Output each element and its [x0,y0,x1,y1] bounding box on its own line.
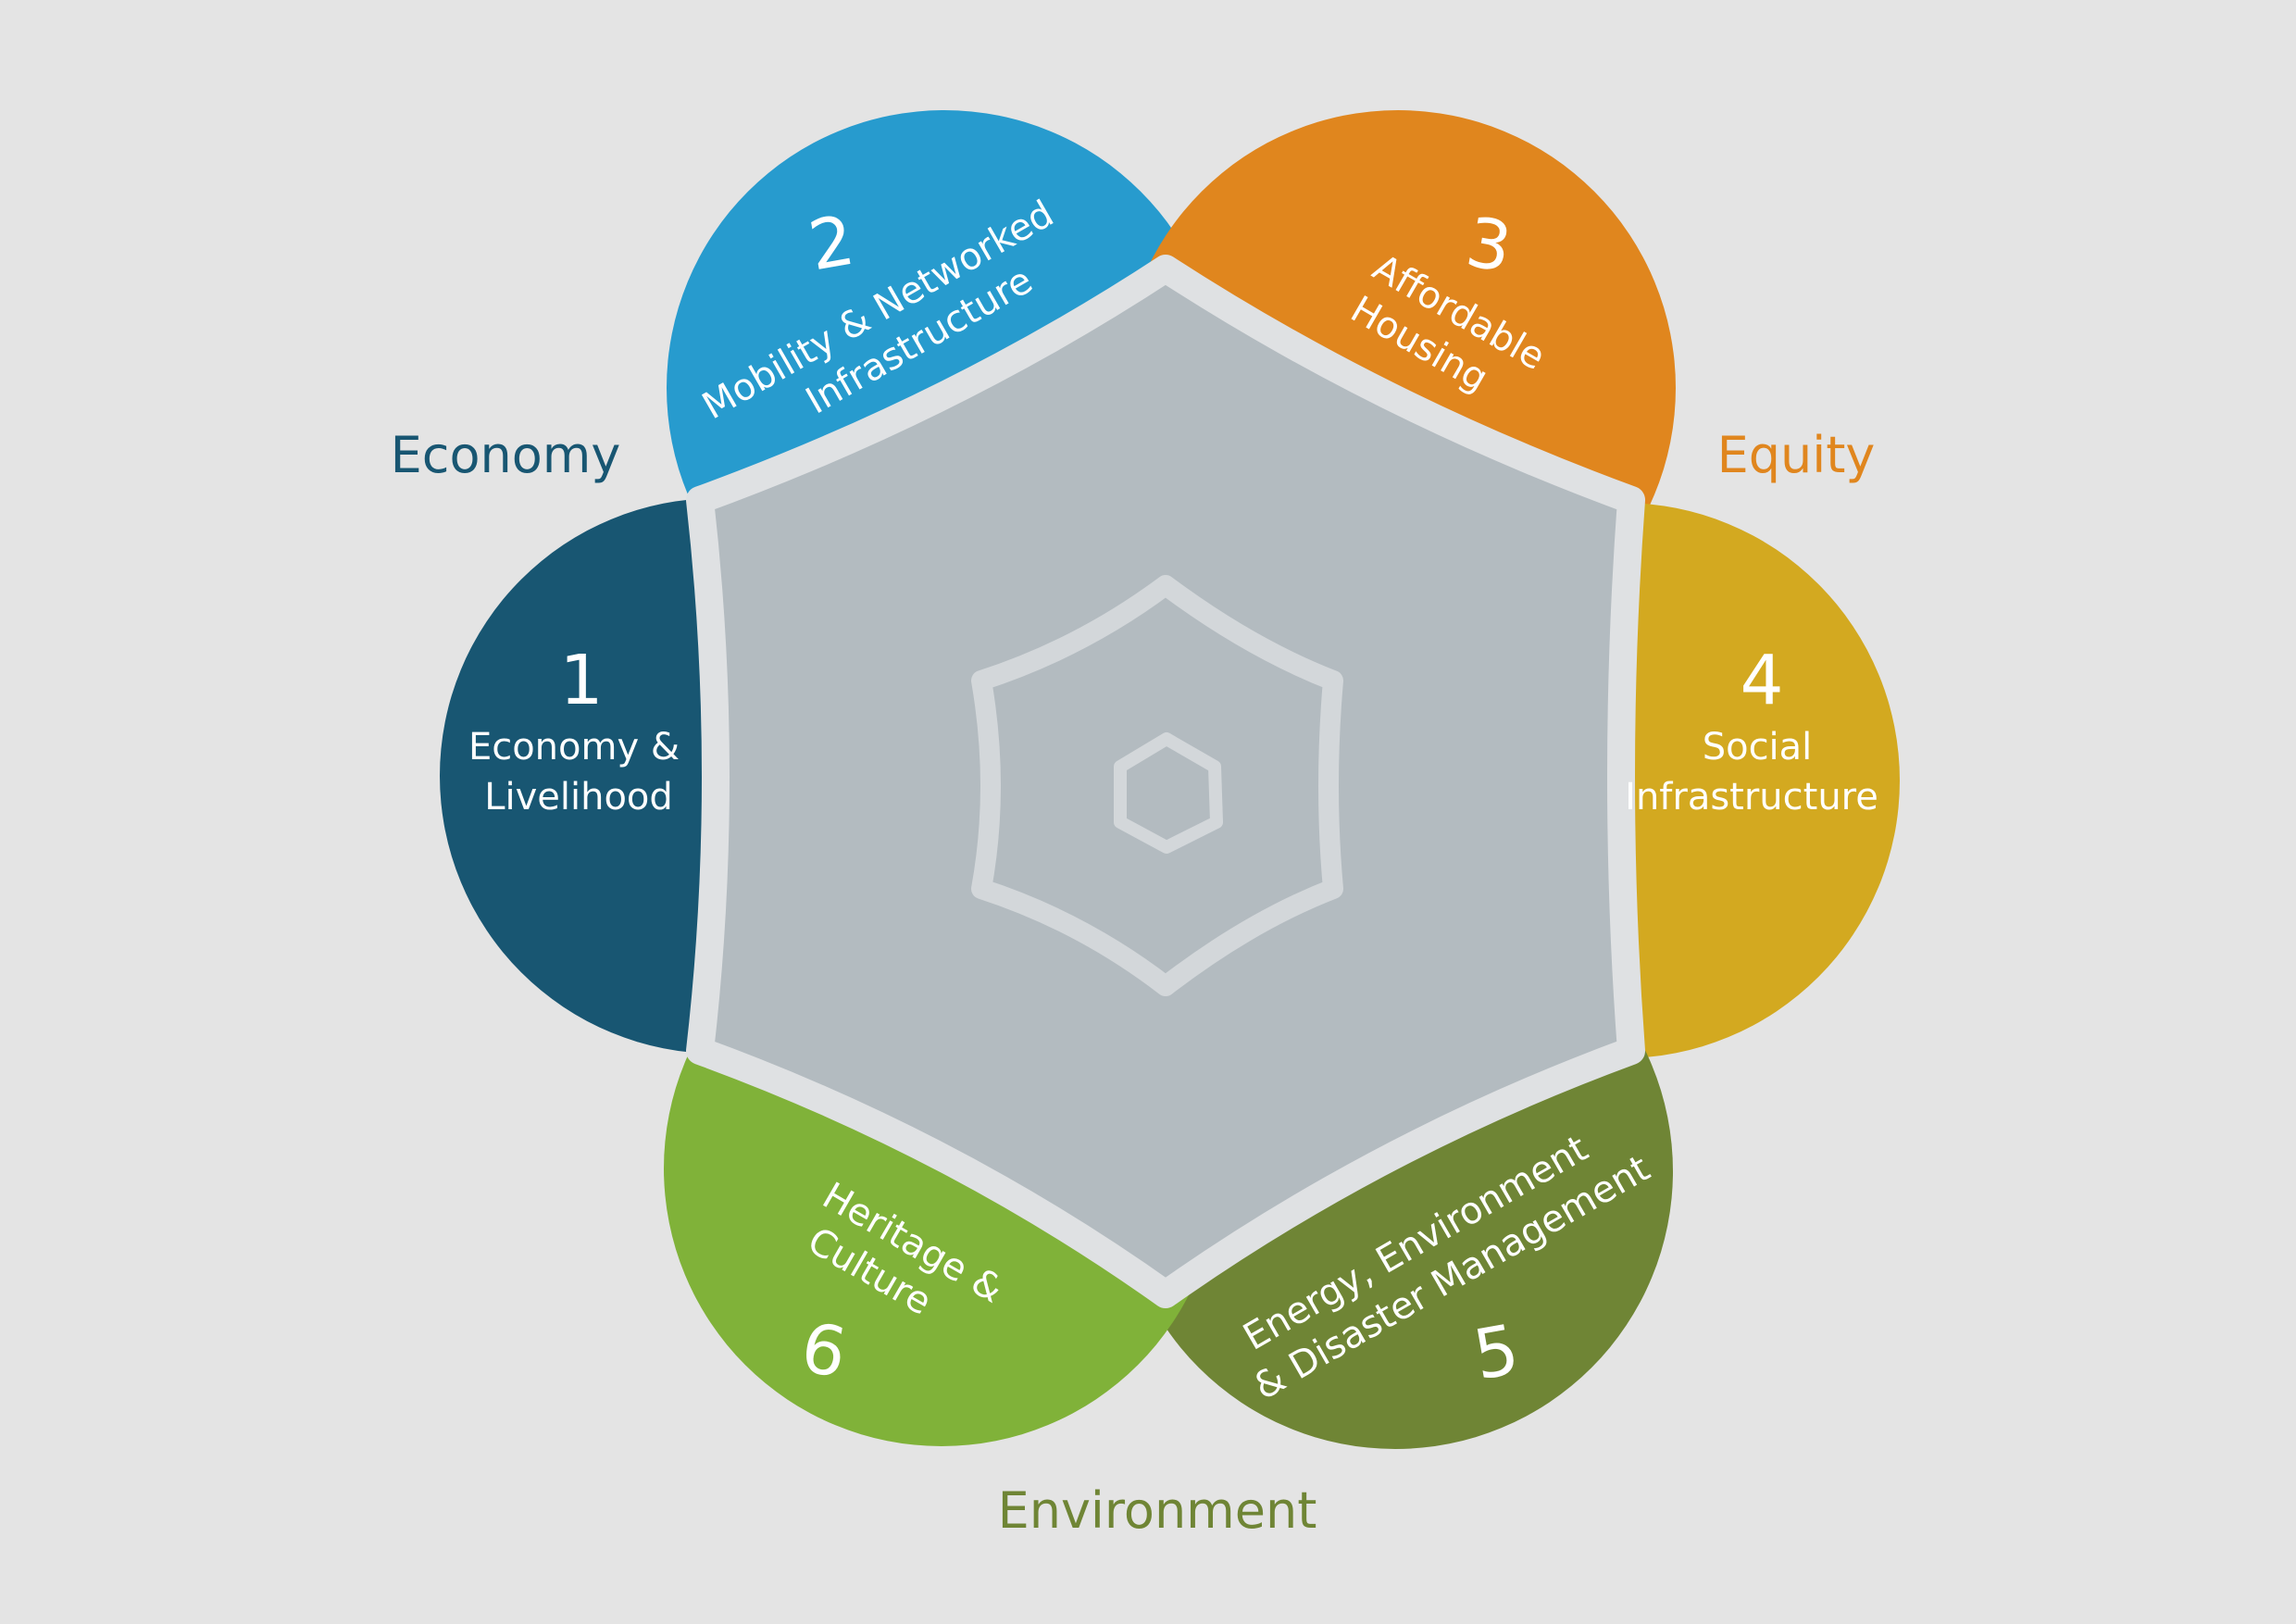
inner-hexagon [971,575,1343,996]
category-economy: Economy [391,426,621,484]
category-equity: Equity [1717,426,1876,484]
petal-1-label-line2: Livelihood [484,776,673,818]
petal-4-label-line1: Social [1703,726,1813,768]
core-hexagon [1114,732,1223,854]
petal-1-label-line1: Economy & [468,726,680,768]
petal-4-label-line2: Infrastructure [1625,776,1878,818]
central-hexagon [686,255,1645,1308]
category-environment: Environment [998,1481,1317,1540]
petal-1-number: 1 [559,641,603,720]
petal-4-number: 4 [1740,641,1783,720]
